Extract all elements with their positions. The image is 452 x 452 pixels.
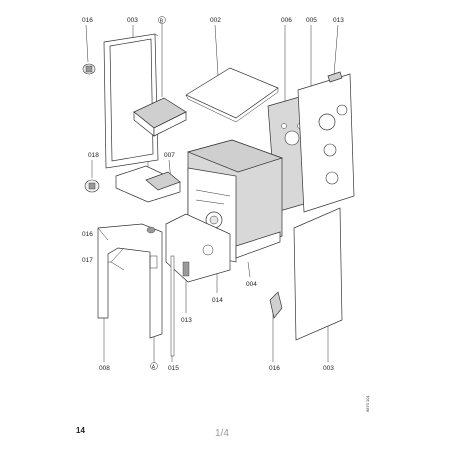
callout-003-top: 003: [127, 17, 138, 24]
part-002-top-panel: [185, 67, 279, 123]
part-003-front-panel: [293, 207, 343, 341]
callout-003-bottom: 003: [323, 365, 334, 372]
callout-016-top: 016: [82, 17, 93, 24]
part-016-screw-left: [146, 226, 156, 234]
callout-b: B: [160, 18, 164, 24]
callout-013-top: 013: [333, 17, 344, 24]
part-007-door-panel: [165, 213, 231, 283]
callout-013-bottom: 013: [181, 317, 192, 324]
callout-b-circle: [158, 16, 166, 24]
part-013-bottom: [182, 261, 190, 277]
part-b-control-box: [133, 97, 187, 137]
part-015-rod: [170, 255, 175, 357]
page-number: 14: [76, 426, 85, 435]
part-008-lower-frame: [97, 223, 163, 339]
callout-002: 002: [210, 17, 221, 24]
drawing-code: 6870 101: [365, 395, 370, 412]
sheet-indicator: 1/4: [215, 428, 229, 439]
callout-016-bottom: 016: [269, 365, 280, 372]
part-003-cover-frame: [103, 33, 159, 169]
callout-018: 018: [88, 152, 99, 159]
callout-014: 014: [212, 297, 223, 304]
callout-017: 017: [82, 257, 93, 264]
part-016-clip-bottom: [269, 291, 283, 319]
part-013-bracket-top: [327, 71, 343, 83]
callout-a: A: [152, 364, 156, 370]
callout-006: 006: [281, 17, 292, 24]
callout-004: 004: [246, 281, 257, 288]
callout-a-circle: [150, 362, 158, 370]
part-018-screw: [84, 179, 100, 193]
part-010-burner-module: [115, 165, 181, 203]
part-005-back-wall: [297, 73, 355, 213]
callout-008: 008: [99, 365, 110, 372]
callout-005: 005: [306, 17, 317, 24]
callout-007: 007: [164, 152, 175, 159]
callout-016-left: 016: [82, 231, 93, 238]
callout-015: 015: [168, 365, 179, 372]
part-016-screw-top: [82, 63, 96, 75]
